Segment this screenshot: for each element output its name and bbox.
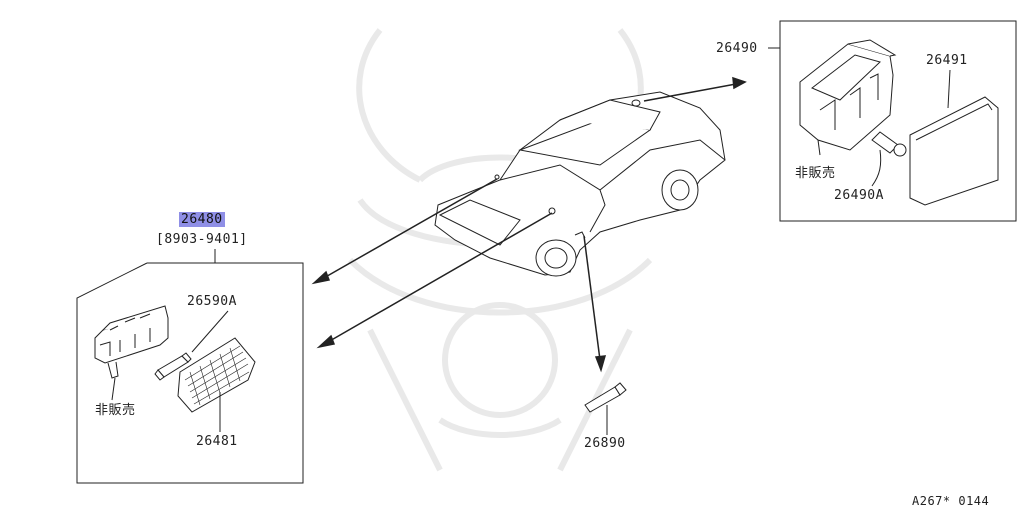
bulb-26890 [584,382,627,435]
callout-arrows [311,76,747,373]
part-date-range: [8903-9401] [156,232,248,247]
part-number-26490[interactable]: 26490 [716,41,758,56]
left-detail-box [76,249,304,484]
lens-26481 [177,337,256,432]
part-number-26890[interactable]: 26890 [584,436,626,451]
part-number-26480[interactable]: 26480 [179,212,225,227]
part-number-26490a[interactable]: 26490A [834,188,884,203]
right-detail-box [768,20,1017,222]
not-for-sale-label-left: 非販売 [95,403,136,418]
lamp-housing-left [94,305,169,379]
lamp-housing-right [799,39,897,156]
bulb-26590a [154,310,229,381]
leader-nfs-left [111,377,116,401]
part-number-26491[interactable]: 26491 [926,53,968,68]
diagram-id: A267* 0144 [912,494,990,508]
bulb-26490a [871,131,907,187]
part-number-26590a[interactable]: 26590A [187,294,237,309]
car-outline [434,91,726,277]
part-number-26481[interactable]: 26481 [196,434,238,449]
lens-26491 [909,69,999,206]
not-for-sale-label-right: 非販売 [795,166,836,181]
